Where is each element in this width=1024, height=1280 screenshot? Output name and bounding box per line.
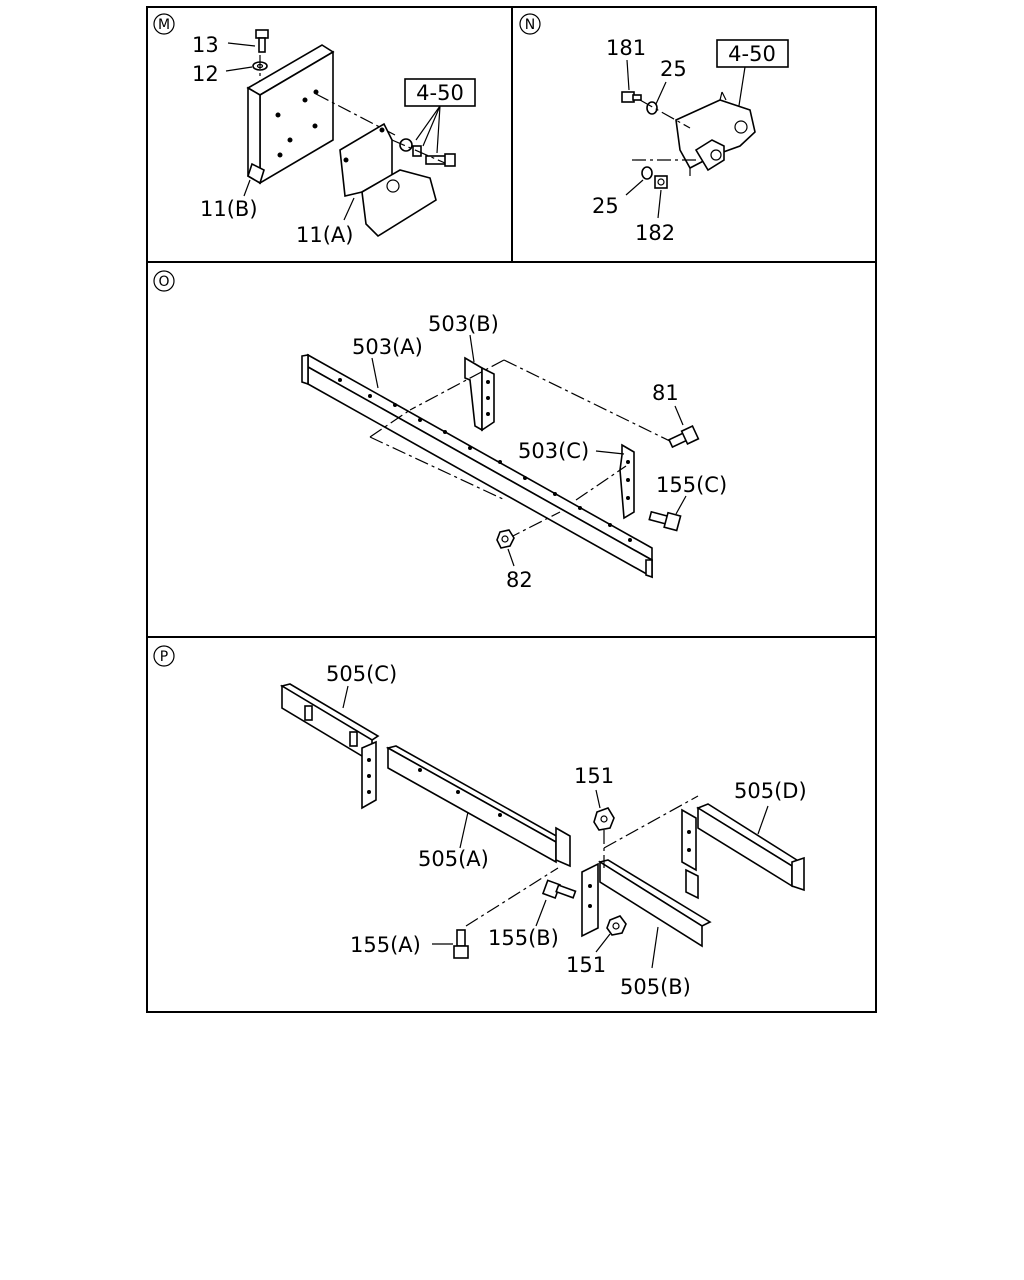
label-503a: 503(A) — [352, 335, 423, 359]
label-503b: 503(B) — [428, 312, 499, 336]
panel-marker-o-text: O — [158, 274, 169, 290]
panel-marker-p-text: P — [160, 649, 168, 665]
part-503b-bracket[interactable] — [464, 356, 495, 432]
label-155b: 155(B) — [488, 926, 559, 950]
panel-n: N 181 25 4-50 — [519, 13, 789, 245]
label-82: 82 — [506, 568, 533, 592]
diagram-frame — [146, 6, 877, 1013]
panel-marker-p: P — [153, 645, 175, 667]
label-155a: 155(A) — [350, 933, 421, 957]
panel-o: O 503(A) — [153, 270, 727, 592]
part-155b-bolt[interactable] — [535, 879, 577, 927]
part-11a-bracket[interactable] — [339, 122, 437, 238]
label-13: 13 — [192, 33, 219, 57]
ref-4-50-n-text: 4-50 — [728, 42, 776, 66]
part-82-nut[interactable] — [496, 529, 515, 567]
ref-box-4-50-m[interactable]: 4-50 — [404, 78, 476, 154]
label-151-bottom: 151 — [566, 953, 606, 977]
part-25-washer-bottom[interactable] — [625, 166, 653, 196]
part-151-nut-bottom[interactable] — [595, 915, 627, 953]
ref-box-4-50-n[interactable]: 4-50 — [716, 39, 789, 113]
label-182: 182 — [635, 221, 675, 245]
part-13-bolt[interactable] — [227, 29, 269, 53]
label-505c: 505(C) — [326, 662, 397, 686]
label-505a: 505(A) — [418, 847, 489, 871]
part-181-bolt[interactable] — [621, 59, 642, 103]
ref-4-50-m-text: 4-50 — [416, 81, 464, 105]
panel-marker-n-text: N — [525, 17, 535, 33]
part-155c-bolt[interactable] — [648, 495, 687, 532]
rail-503a-holes — [338, 378, 632, 542]
part-151-nut-top[interactable] — [593, 789, 615, 831]
part-n-bracket[interactable] — [675, 91, 756, 176]
label-11a: 11(A) — [296, 223, 353, 247]
part-503a-rail[interactable] — [301, 353, 653, 579]
panel-marker-n: N — [519, 13, 541, 35]
part-505b-member[interactable] — [581, 859, 712, 948]
label-25-bottom: 25 — [592, 194, 619, 218]
panel-m: M 13 12 1 — [153, 13, 476, 247]
part-81-bolt[interactable] — [667, 405, 700, 449]
label-155c: 155(C) — [656, 473, 727, 497]
label-81: 81 — [652, 381, 679, 405]
part-182-nut[interactable] — [654, 175, 668, 219]
label-505b: 505(B) — [620, 975, 691, 999]
label-11b: 11(B) — [200, 197, 258, 221]
label-181: 181 — [606, 36, 646, 60]
panel-marker-m-text: M — [158, 17, 170, 33]
label-25-top: 25 — [660, 57, 687, 81]
part-505a-member[interactable] — [385, 745, 571, 868]
part-11b-bracket[interactable] — [243, 44, 335, 197]
panel-p: P 505(C) 505(A) — [153, 645, 807, 999]
label-151-top: 151 — [574, 764, 614, 788]
part-503c-bracket[interactable] — [619, 443, 635, 520]
panel-marker-o: O — [153, 270, 175, 292]
part-m-fasteners[interactable] — [391, 138, 456, 167]
part-505c-member[interactable] — [279, 683, 380, 810]
label-503c: 503(C) — [518, 439, 589, 463]
label-505d: 505(D) — [734, 779, 807, 803]
part-155a-bolt[interactable] — [432, 929, 469, 959]
panel-marker-m: M — [153, 13, 175, 35]
label-12: 12 — [192, 62, 219, 86]
part-505d-member[interactable] — [681, 803, 805, 900]
